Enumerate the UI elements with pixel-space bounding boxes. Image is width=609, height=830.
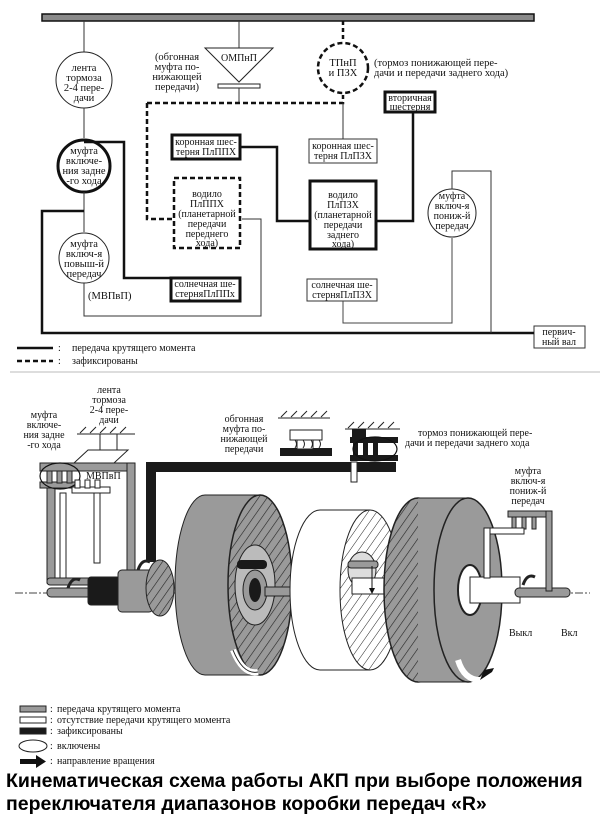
svg-text:ОМПнП: ОМПнП xyxy=(221,53,257,64)
label-line: лента xyxy=(72,63,97,74)
reverse-clutch-drum: МВПвП xyxy=(39,462,136,586)
svg-text:солнечная ше-стерняПлПЗХ: солнечная ше-стерняПлПЗХ xyxy=(311,280,372,301)
state-off-label: Выкл xyxy=(509,628,532,639)
ground-hatch-mid xyxy=(278,410,330,419)
svg-text:первич-ный вал: первич-ный вал xyxy=(542,327,576,348)
legend-item-fixed: : зафиксированы xyxy=(19,726,123,737)
input-shaft-box: первич-ный вал xyxy=(533,325,586,349)
svg-text:передача крутящего момента: передача крутящего момента xyxy=(57,704,181,715)
svg-text:передача крутящего момента: передача крутящего момента xyxy=(72,343,196,354)
ground-hatch-right xyxy=(345,421,400,430)
legend-item-no-torque: : отсутствие передачи крутящего момента xyxy=(19,715,231,726)
svg-text::: : xyxy=(50,741,53,752)
legend-item-engaged: : включены xyxy=(18,739,100,753)
legend-item-fixed-dashed: : зафиксированы xyxy=(17,356,138,367)
engaged-ellipse xyxy=(352,436,398,462)
overdrive-clutch-abbr: (МВПвП) xyxy=(88,291,132,302)
svg-text:коронная шес-терня ПлПЗХ: коронная шес-терня ПлПЗХ xyxy=(312,141,374,162)
front-sun-gear-box: солнечная ше-стерняПлППх xyxy=(169,276,242,303)
svg-text:направление вращения: направление вращения xyxy=(57,756,155,767)
caption-line: Кинематическая схема работы АКП при выбо… xyxy=(6,770,583,792)
legend-item-rotation: : направление вращения xyxy=(20,755,155,768)
output-gear-drum xyxy=(383,497,503,683)
svg-text:коронная шес-терня ПлППХ: коронная шес-терня ПлППХ xyxy=(175,137,237,158)
fixed-carrier-frame xyxy=(146,429,398,562)
rear-planetary-drum xyxy=(289,509,413,671)
svg-text::: : xyxy=(50,756,53,767)
svg-text:солнечная ше-стерняПлППх: солнечная ше-стерняПлППх xyxy=(174,279,235,300)
legend-item-torque: : передача крутящего момента xyxy=(19,704,181,715)
svg-text::: : xyxy=(58,343,61,354)
top-legend: : передача крутящего момента : зафиксиро… xyxy=(17,343,196,367)
svg-text:включены: включены xyxy=(57,741,100,752)
legend-item-torque-line: : передача крутящего момента xyxy=(17,343,196,354)
front-planetary-drum xyxy=(174,494,293,676)
svg-text::: : xyxy=(50,715,53,726)
svg-text::: : xyxy=(50,726,53,737)
svg-text::: : xyxy=(50,704,53,715)
rear-ring-gear-box: коронная шес-терня ПлПЗХ xyxy=(308,138,378,164)
state-on-label: Вкл xyxy=(561,628,578,639)
forward-low-clutch xyxy=(483,510,553,592)
svg-text::: : xyxy=(58,356,61,367)
front-ring-gear-box: коронная шес-терня ПлППХ xyxy=(170,133,242,161)
caption-line: переключателя диапазонов коробки передач… xyxy=(6,793,487,815)
engaged-ellipse xyxy=(39,462,81,490)
housing-bar xyxy=(41,13,535,22)
low-reverse-brake-desc: (тормоз понижающей пере-дачи и передачи … xyxy=(374,58,509,79)
one-way-clutch-node: ОМПнП xyxy=(203,47,275,89)
svg-text:зафиксированы: зафиксированы xyxy=(72,356,138,367)
svg-text:отсутствие передачи крутящего: отсутствие передачи крутящего момента xyxy=(57,715,231,726)
svg-text:зафиксированы: зафиксированы xyxy=(57,726,123,737)
overdrive-clutch-abbr: МВПвП xyxy=(86,471,121,482)
figure-caption: Кинематическая схема работы АКП при выбо… xyxy=(6,770,606,816)
low-reverse-brake-label: тормоз понижающей пере-дачи и передачи з… xyxy=(405,428,532,449)
bottom-legend: : передача крутящего момента : отсутстви… xyxy=(18,704,231,768)
rear-sun-gear-box: солнечная ше-стерняПлПЗХ xyxy=(306,278,378,302)
rotation-arrow-icon xyxy=(66,559,536,589)
ground-hatch-left xyxy=(77,426,135,435)
